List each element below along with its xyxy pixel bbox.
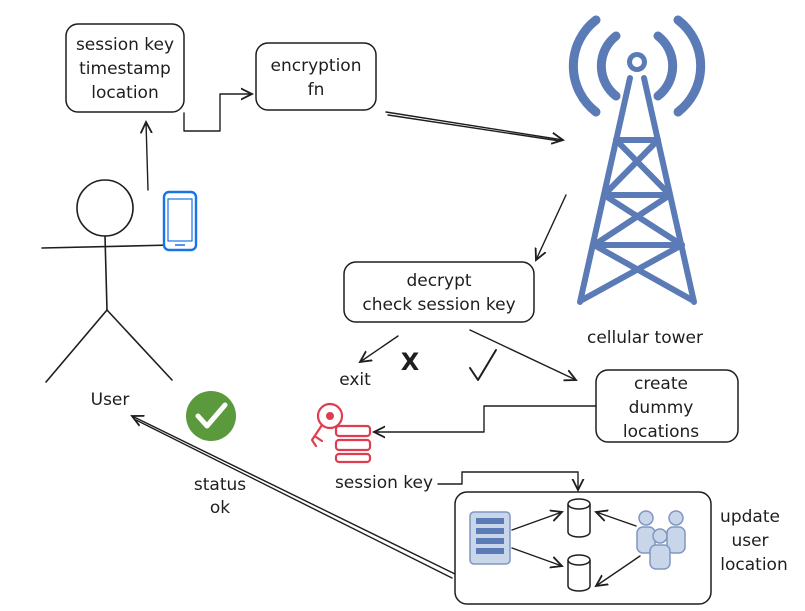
arrow-people-to-db-top	[596, 512, 637, 527]
session-box-line-3: location	[91, 83, 158, 103]
dummy-locations-box: create dummy locations	[595, 369, 739, 443]
decrypt-box-line-2: check session key	[362, 295, 515, 315]
arrow-people-to-db-bottom	[596, 555, 641, 586]
cell-tower-icon	[568, 15, 706, 305]
encryption-box: encryption fn	[255, 42, 377, 111]
checkmark-icon	[469, 349, 497, 381]
update-label-line-2: user	[731, 531, 768, 551]
decrypt-box-line-1: decrypt	[406, 271, 471, 291]
user-stick-figure	[41, 179, 173, 383]
encryption-box-line-1: encryption	[271, 56, 362, 76]
arrow-user-to-session	[146, 122, 148, 191]
tower-caption: cellular tower	[587, 328, 703, 348]
session-key-label: session key	[335, 473, 433, 493]
people-group-icon	[636, 510, 686, 570]
update-location-box	[454, 491, 712, 605]
dummy-box-line-3: locations	[623, 422, 699, 442]
user-caption: User	[91, 390, 130, 410]
session-box-line-1: session key	[76, 35, 174, 55]
status-label-line-2: ok	[210, 498, 230, 518]
dummy-box-line-1: create	[634, 374, 688, 394]
arrow-encryption-to-tower	[385, 111, 563, 140]
arrow-decrypt-to-dummy	[469, 329, 576, 380]
dummy-box-line-2: dummy	[629, 398, 694, 418]
encryption-box-line-2: fn	[308, 80, 325, 100]
smartphone-icon	[162, 190, 198, 252]
arrow-session-key-to-db	[437, 471, 578, 490]
x-mark: X	[401, 348, 420, 376]
session-box-line-2: timestamp	[79, 59, 171, 79]
arrow-dummy-to-key	[374, 405, 597, 432]
session-info-box: session key timestamp location	[65, 23, 185, 113]
arrow-update-to-user-sketch	[135, 419, 453, 579]
exit-label: exit	[339, 370, 371, 390]
arrow-update-to-user	[132, 416, 456, 575]
arrow-decrypt-to-exit	[360, 335, 399, 362]
database-icon-bottom	[567, 554, 591, 592]
arrow-server-to-db-top	[511, 512, 562, 531]
arrow-server-to-db-bottom	[511, 547, 562, 566]
update-label-line-3: location	[720, 555, 787, 575]
status-label-line-1: status	[194, 475, 246, 495]
database-icon-top	[567, 498, 591, 538]
update-label-line-1: update	[720, 507, 780, 527]
check-circle-icon	[186, 391, 236, 441]
arrow-encryption-to-tower-sketch	[387, 114, 561, 142]
server-rack-icon	[469, 511, 511, 565]
decrypt-box: decrypt check session key	[343, 261, 535, 323]
arrow-tower-to-decrypt	[536, 194, 567, 260]
key-icon	[310, 402, 372, 464]
arrow-session-to-encryption	[183, 94, 252, 132]
